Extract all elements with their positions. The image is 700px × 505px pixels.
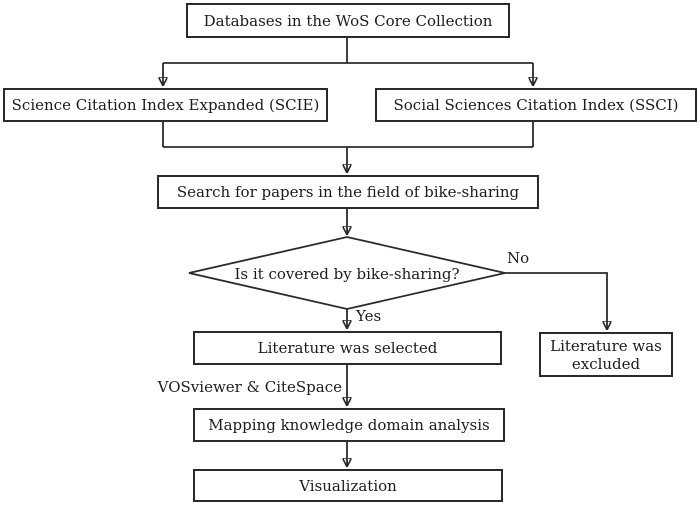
node-search: Search for papers in the field of bike-s…: [157, 175, 539, 209]
node-literature-selected: Literature was selected: [193, 331, 502, 365]
edge-label-no: No: [507, 249, 530, 267]
edge-decision-no: [505, 272, 607, 329]
node-scie: Science Citation Index Expanded (SCIE): [3, 88, 328, 122]
node-ssci: Social Sciences Citation Index (SSCI): [375, 88, 697, 122]
node-literature-excluded: Literature was excluded: [539, 332, 673, 377]
node-visualization: Visualization: [193, 469, 503, 502]
node-mapping-analysis: Mapping knowledge domain analysis: [193, 408, 505, 442]
node-decision-label: Is it covered by bike-sharing?: [234, 264, 460, 283]
edge-label-tools: VOSviewer & CiteSpace: [157, 378, 342, 396]
edge-label-yes: Yes: [356, 307, 382, 325]
node-databases: Databases in the WoS Core Collection: [186, 3, 510, 38]
